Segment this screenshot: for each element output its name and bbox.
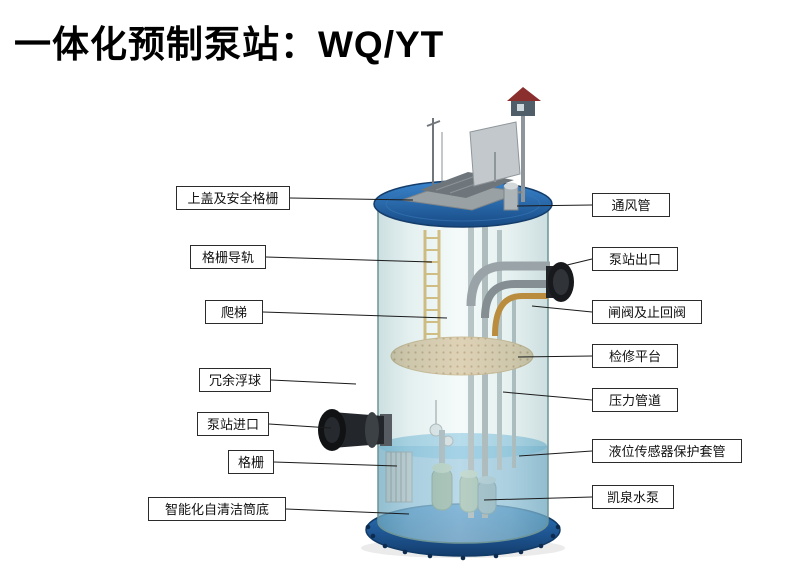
label-grille: 格栅 [228, 450, 274, 474]
label-top-cover-safety-grille: 上盖及安全格栅 [176, 186, 290, 210]
alarm-house-roof [507, 87, 541, 101]
label-pressure-pipe: 压力管道 [592, 388, 678, 412]
page-title: 一体化预制泵站：WQ/YT [14, 24, 445, 65]
label-water-pump: 凯泉水泵 [592, 485, 674, 509]
connector-lines [262, 197, 593, 515]
label-grille-guide-rail: 格栅导轨 [190, 245, 266, 269]
mast [521, 98, 525, 202]
label-ladder: 爬梯 [205, 300, 263, 324]
label-outlet: 泵站出口 [592, 247, 678, 271]
inlet-assembly [318, 409, 392, 451]
label-service-platform: 检修平台 [592, 344, 678, 368]
rooftop-equipment [401, 87, 541, 211]
vent-pipe [503, 185, 519, 211]
label-inlet: 泵站进口 [197, 412, 269, 436]
label-gate-check-valve: 闸阀及止回阀 [592, 300, 702, 324]
tank-body [377, 205, 549, 544]
label-redundant-float: 冗余浮球 [199, 368, 271, 392]
label-self-cleaning-bottom: 智能化自清洁筒底 [148, 497, 286, 521]
label-level-sensor-sleeve: 液位传感器保护套管 [592, 439, 742, 463]
outlet-assembly [466, 261, 574, 337]
label-vent-pipe: 通风管 [592, 193, 670, 217]
